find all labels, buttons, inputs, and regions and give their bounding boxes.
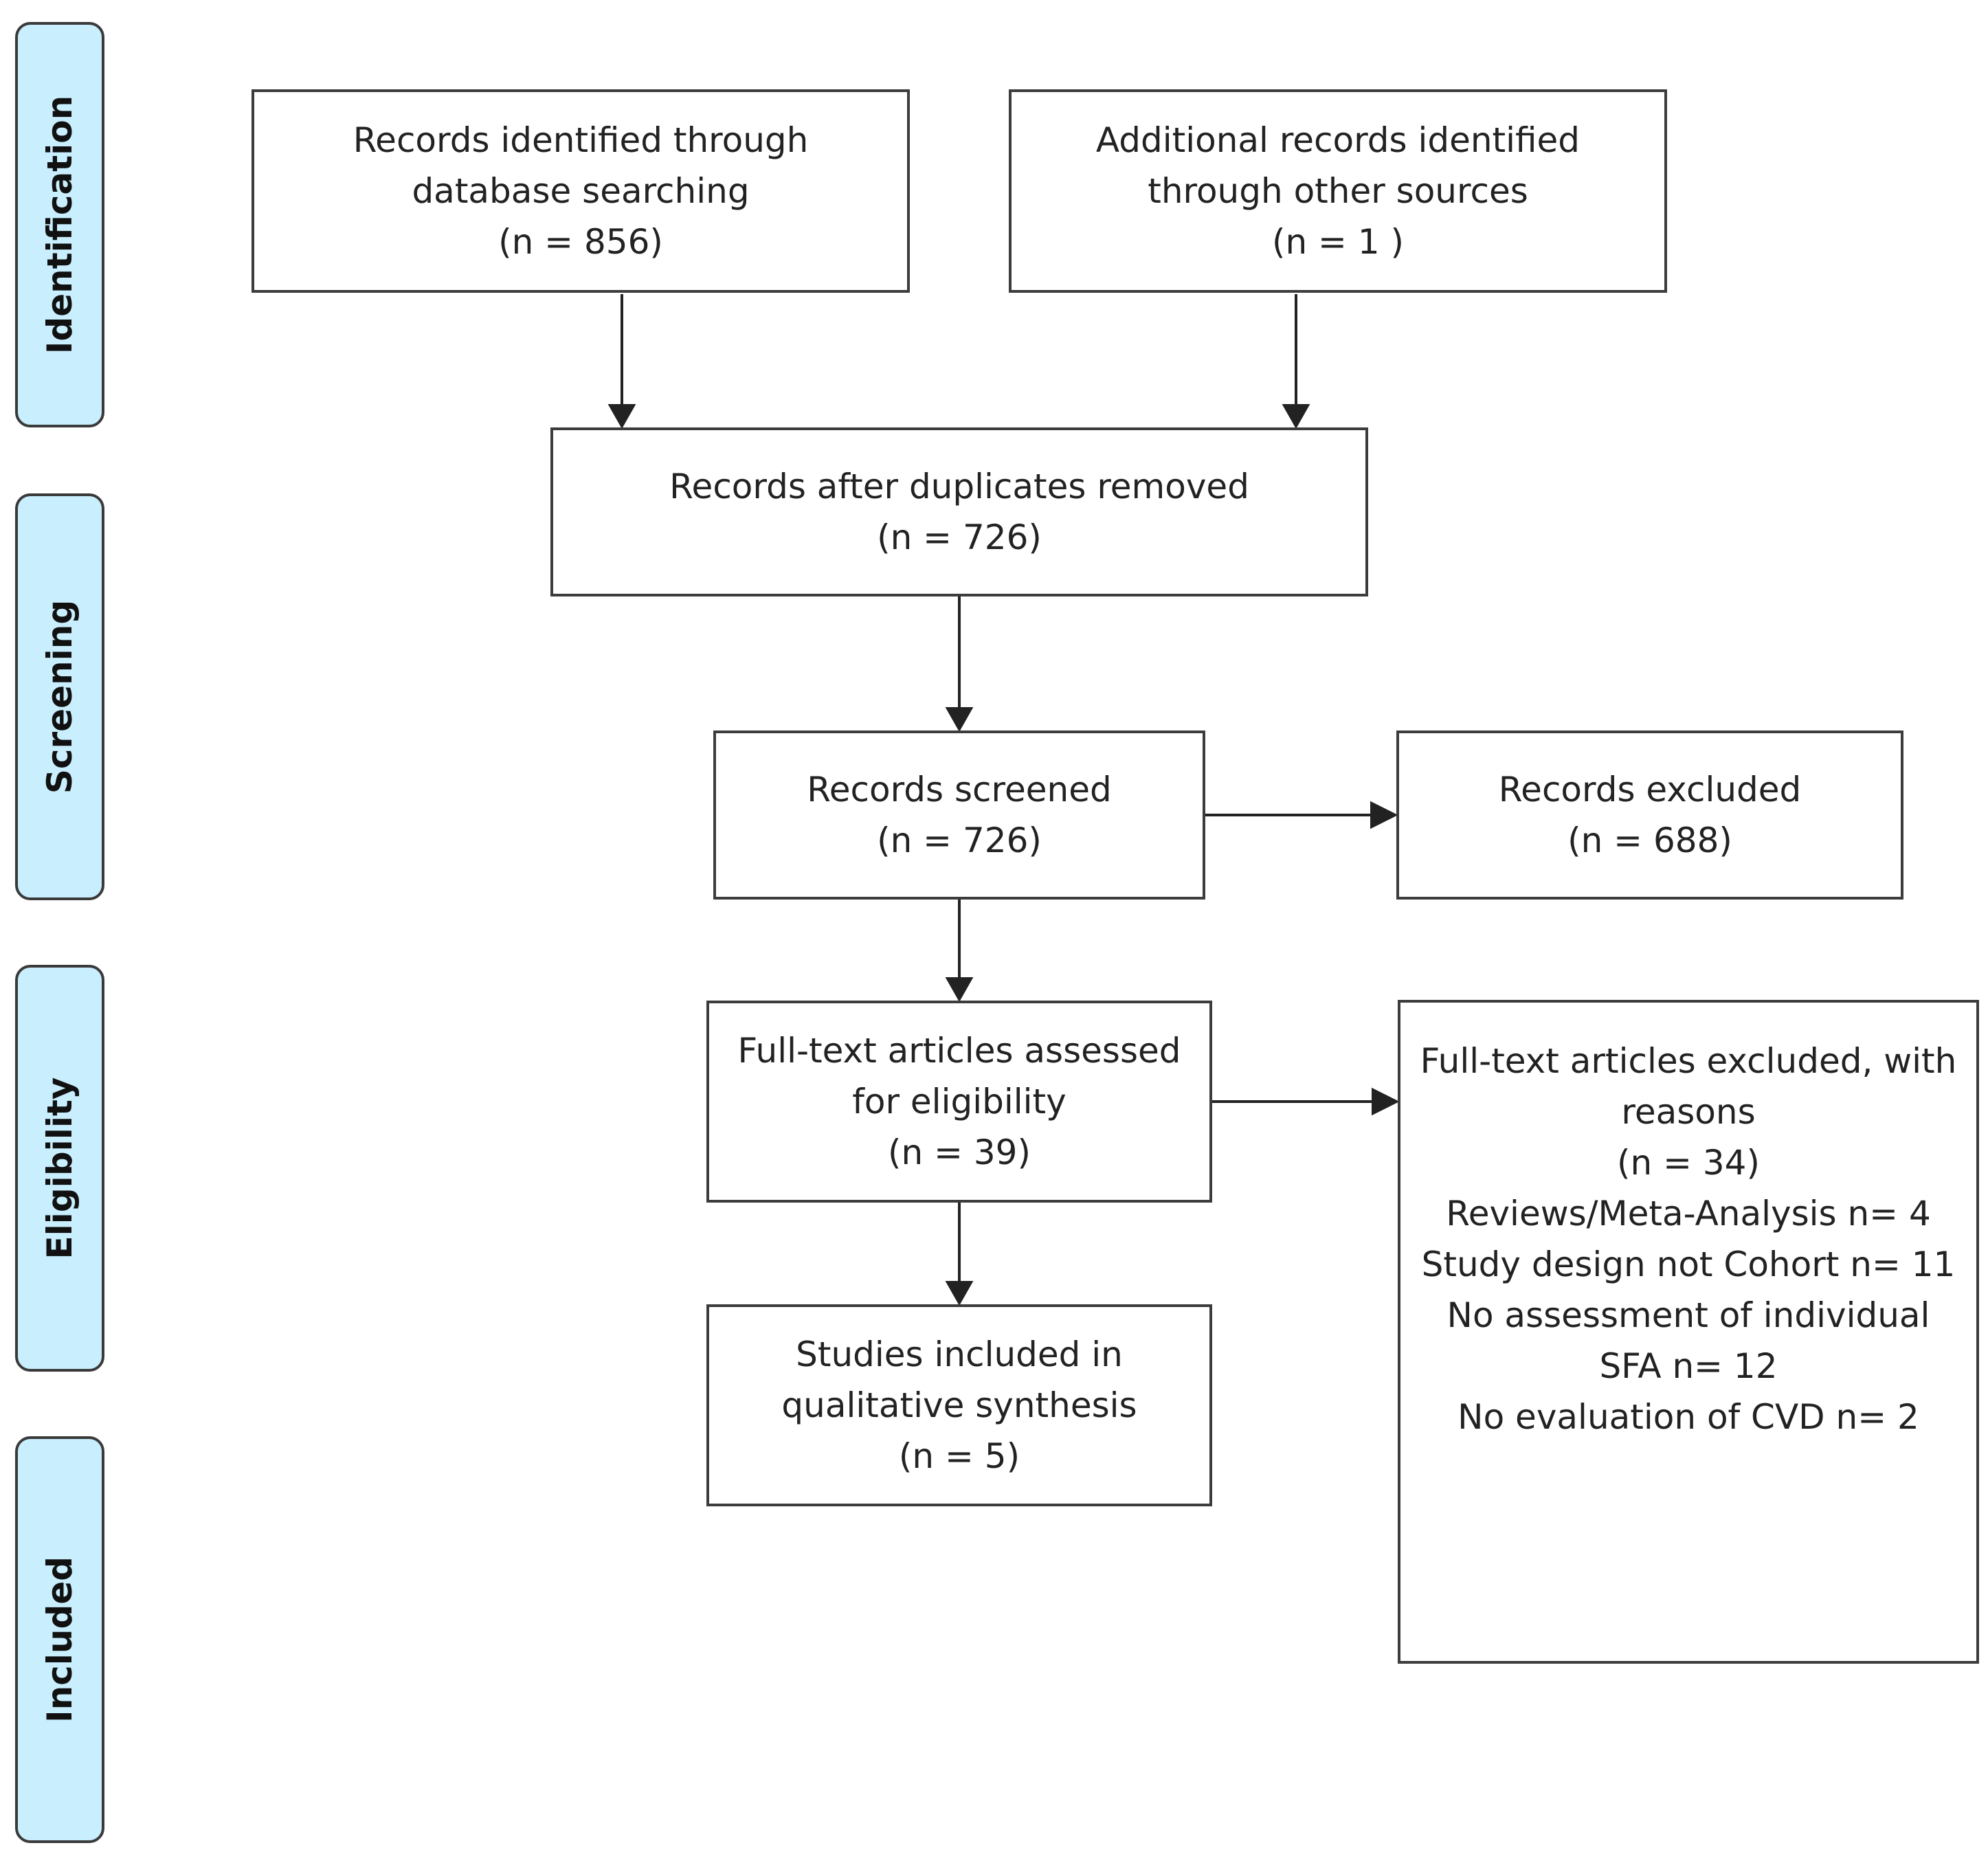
records-screened-count: (n = 726)	[877, 821, 1042, 860]
box-records-excluded: Records excluded (n = 688)	[1396, 730, 1903, 900]
included-studies-line-2: qualitative synthesis	[781, 1385, 1137, 1425]
arrowhead-fulltext-to-excluded	[1372, 1087, 1400, 1116]
arrowhead-fulltext-to-included	[945, 1281, 974, 1306]
arrowhead-screened-to-excluded	[1370, 801, 1398, 829]
fulltext-assessed-line-2: for eligibility	[852, 1082, 1066, 1122]
arrowhead-other-to-duplicates	[1282, 404, 1310, 429]
fulltext-excluded-count: (n = 34)	[1616, 1143, 1760, 1183]
fulltext-assessed-count: (n = 39)	[887, 1133, 1031, 1172]
exclusion-reason-no-assessment: No assessment of individual	[1447, 1295, 1930, 1335]
after-duplicates-count: (n = 726)	[877, 517, 1042, 557]
phase-included: Included	[15, 1436, 104, 1843]
phase-screening: Screening	[15, 493, 104, 900]
phase-eligibility: Eligibility	[15, 965, 104, 1372]
arrowhead-duplicates-to-screened	[945, 707, 974, 733]
box-other-sources: Additional records identified through ot…	[1009, 89, 1667, 293]
database-records-count: (n = 856)	[498, 222, 663, 262]
records-screened-line-1: Records screened	[807, 770, 1112, 810]
phase-identification: Identification	[15, 22, 104, 427]
exclusion-reason-reviews: Reviews/Meta-Analysis n= 4	[1446, 1194, 1931, 1234]
box-after-duplicates: Records after duplicates removed (n = 72…	[550, 427, 1368, 596]
exclusion-reason-no-cvd: No evaluation of CVD n= 2	[1458, 1397, 1919, 1437]
box-fulltext-assessed: Full-text articles assessed for eligibil…	[706, 1001, 1212, 1203]
records-excluded-line-1: Records excluded	[1498, 770, 1802, 810]
other-sources-line-2: through other sources	[1148, 171, 1528, 211]
other-sources-line-1: Additional records identified	[1095, 120, 1581, 160]
exclusion-reason-sfa: SFA n= 12	[1599, 1346, 1778, 1386]
included-studies-count: (n = 5)	[898, 1436, 1020, 1476]
after-duplicates-line-1: Records after duplicates removed	[669, 467, 1249, 506]
arrowhead-database-to-duplicates	[607, 404, 636, 429]
records-excluded-count: (n = 688)	[1567, 821, 1732, 860]
database-records-line-1: Records identified through	[353, 120, 809, 160]
fulltext-excluded-line-1: Full-text articles excluded, with	[1420, 1041, 1957, 1081]
box-included-studies: Studies included in qualitative synthesi…	[706, 1304, 1212, 1506]
other-sources-count: (n = 1 )	[1271, 222, 1405, 262]
fulltext-excluded-line-2: reasons	[1621, 1092, 1756, 1132]
box-records-screened: Records screened (n = 726)	[713, 730, 1205, 900]
box-fulltext-excluded: Full-text articles excluded, with reason…	[1398, 1000, 1979, 1664]
fulltext-assessed-line-1: Full-text articles assessed	[737, 1031, 1181, 1071]
box-database-records: Records identified through database sear…	[252, 89, 910, 293]
arrowhead-screened-to-fulltext	[945, 977, 974, 1003]
included-studies-line-1: Studies included in	[796, 1335, 1123, 1374]
exclusion-reason-study-design: Study design not Cohort n= 11	[1421, 1245, 1956, 1284]
database-records-line-2: database searching	[412, 171, 750, 211]
